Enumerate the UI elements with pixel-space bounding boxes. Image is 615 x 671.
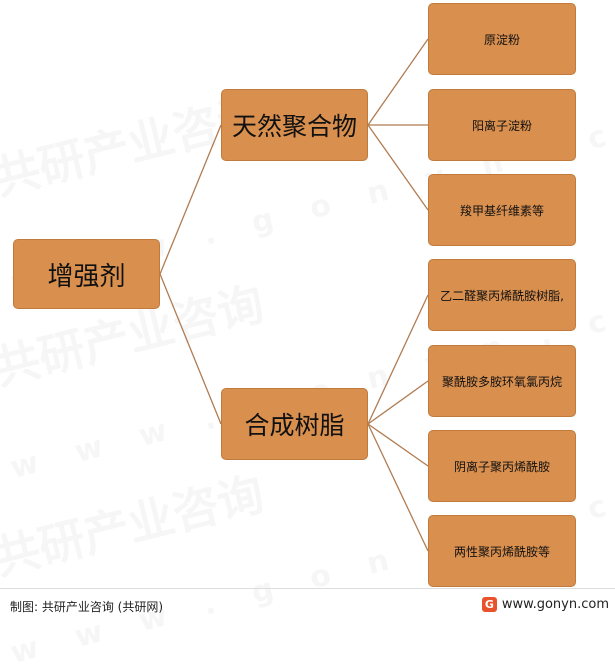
leaf-node: 聚酰胺多胺环氧氯丙烷 (428, 345, 576, 417)
branch-node-synthetic-resin: 合成树脂 (221, 388, 368, 460)
leaf-node: 阳离子淀粉 (428, 89, 576, 161)
connector-natural-to-leaf-3 (367, 124, 429, 211)
leaf-node: 原淀粉 (428, 3, 576, 75)
website-link[interactable]: G www.gonyn.com (481, 597, 609, 612)
connector-synthetic-to-leaf-6 (367, 423, 429, 467)
connector-synthetic-to-leaf-5 (367, 380, 429, 425)
leaf-node: 羧甲基纤维素等 (428, 174, 576, 246)
connector-natural-to-leaf-1 (367, 38, 429, 126)
connector-root-to-synthetic (159, 273, 222, 425)
gonyn-logo-icon: G (481, 597, 497, 612)
leaf-node: 两性聚丙烯酰胺等 (428, 515, 576, 587)
chart-credit: 制图: 共研产业咨询 (共研网) (10, 600, 164, 614)
root-node: 增强剂 (13, 239, 160, 309)
leaf-node: 乙二醛聚丙烯酰胺树脂, (428, 259, 576, 331)
leaf-node: 阴离子聚丙烯酰胺 (428, 430, 576, 502)
connector-synthetic-to-leaf-7 (367, 423, 429, 552)
connector-root-to-natural (159, 124, 222, 275)
connector-synthetic-to-leaf-4 (367, 294, 429, 425)
branch-node-natural-polymer: 天然聚合物 (221, 89, 368, 161)
connector-lines (159, 38, 429, 552)
website-url: www.gonyn.com (501, 597, 609, 612)
footer: 制图: 共研产业咨询 (共研网) G www.gonyn.com (0, 588, 615, 625)
